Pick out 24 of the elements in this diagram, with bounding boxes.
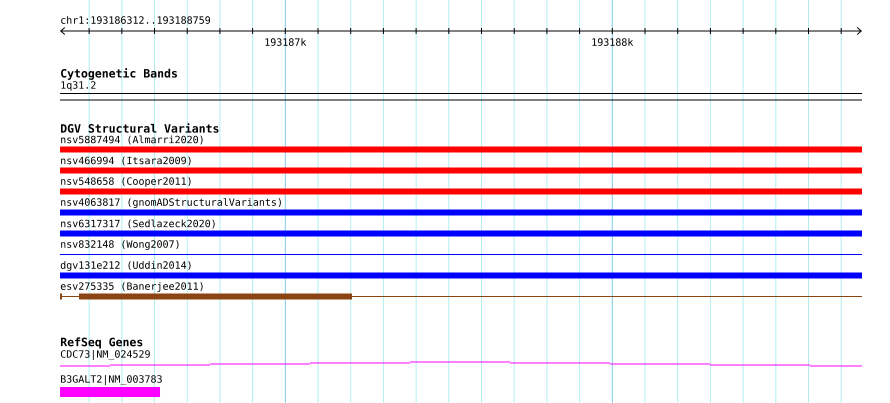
variant-bar: nsv4063817 (gnomADStructuralVariants): [60, 198, 862, 216]
variant-bar: nsv832148 (Wong2007): [60, 240, 862, 255]
variant-bar: nsv466994 (Itsara2009): [60, 156, 862, 174]
node-label: B3GALT2|NM_003783: [61, 374, 162, 385]
node-label: nsv5887494 (Almarri2020): [61, 136, 203, 144]
tick-label: 193187k: [265, 38, 306, 46]
node-label: nsv6317317 (Sedlazeck2020): [61, 220, 215, 228]
cytoband-feature: 1q31.2: [60, 81, 862, 100]
tick-label: 193188k: [592, 38, 634, 46]
gene-feature: B3GALT2|NM_003783: [60, 374, 162, 397]
track-title: DGV Structural Variants: [60, 123, 218, 133]
variant-bar: nsv5887494 (Almarri2020): [60, 136, 862, 152]
node-label: nsv832148 (Wong2007): [61, 240, 179, 250]
variant-bar: nsv548658 (Cooper2011): [60, 177, 862, 194]
variant-bar: nsv6317317 (Sedlazeck2020): [60, 220, 862, 236]
gene-feature: CDC73|NM_024529: [60, 350, 862, 366]
node-label: nsv548658 (Cooper2011): [61, 177, 191, 187]
variant-bar: dgv131e212 (Uddin2014): [60, 261, 862, 278]
node-label: dgv131e212 (Uddin2014): [60, 261, 191, 271]
node-label: nsv4063817 (gnomADStructuralVariants): [61, 198, 281, 208]
node-label: nsv466994 (Itsara2009): [61, 156, 191, 166]
variant-bar: esv275335 (Banerjee2011): [60, 282, 862, 300]
node-label: esv275335 (Banerjee2011): [60, 282, 203, 292]
coordinate-label: chr1:193186312..193188759: [61, 16, 210, 24]
